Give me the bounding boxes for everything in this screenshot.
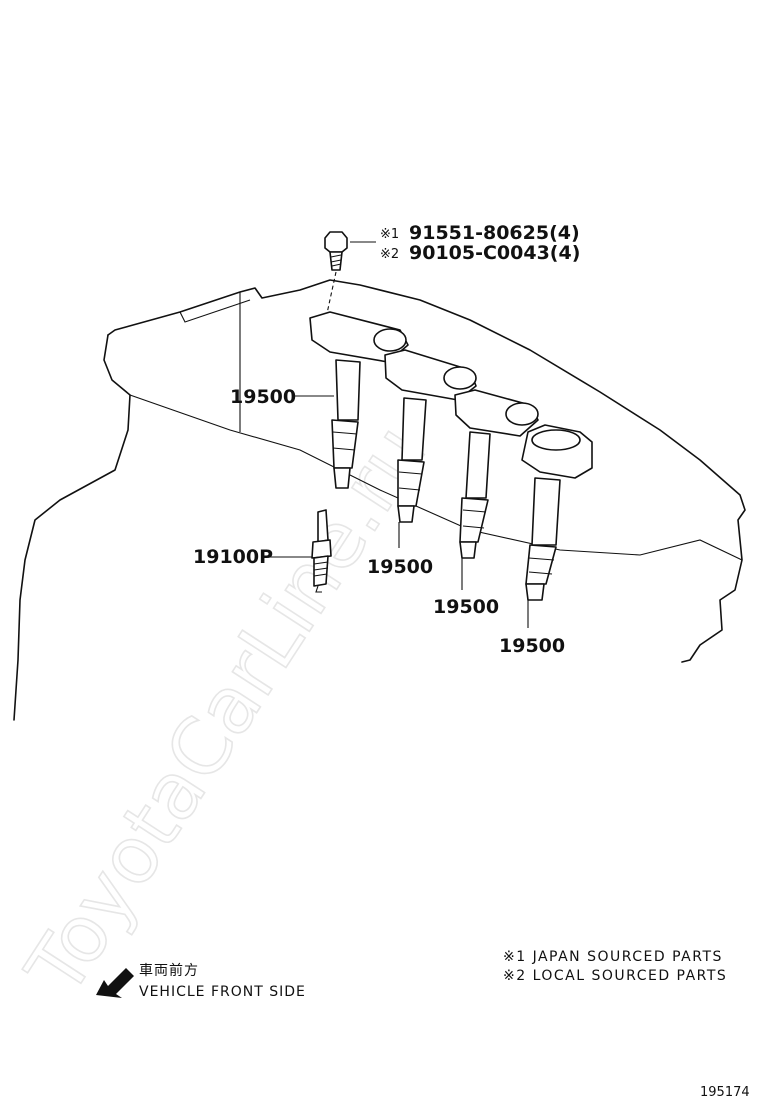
legend-line-2: ※2 LOCAL SOURCED PARTS <box>503 968 727 984</box>
fastener-part-number-1: 91551-80625(4) <box>409 222 580 244</box>
spark-plug-icon <box>311 509 332 593</box>
direction-en: VEHICLE FRONT SIDE <box>139 984 306 1000</box>
watermark: ToyotaCarLine.ru <box>10 410 444 1011</box>
callout-coil-3: 19500 <box>433 596 499 618</box>
direction-jp: 車両前方 <box>139 962 199 979</box>
ignition-coil-1 <box>309 311 409 489</box>
ignition-coil-4 <box>521 424 593 601</box>
callout-coil-1: 19500 <box>230 386 296 408</box>
fastener-part-number-2: 90105-C0043(4) <box>409 242 580 264</box>
fastener-mark-2: ※2 <box>380 247 399 262</box>
callout-coil-4: 19500 <box>499 635 565 657</box>
bolt-icon <box>324 231 348 319</box>
callout-spark-plug: 19100P <box>193 546 273 568</box>
fastener-mark-1: ※1 <box>380 227 399 242</box>
illustration-code: 195174 <box>700 1085 750 1100</box>
ignition-coil-3 <box>454 389 539 559</box>
callout-coil-2: 19500 <box>367 556 433 578</box>
legend-line-1: ※1 JAPAN SOURCED PARTS <box>503 949 723 965</box>
front-arrow-icon <box>96 968 134 998</box>
